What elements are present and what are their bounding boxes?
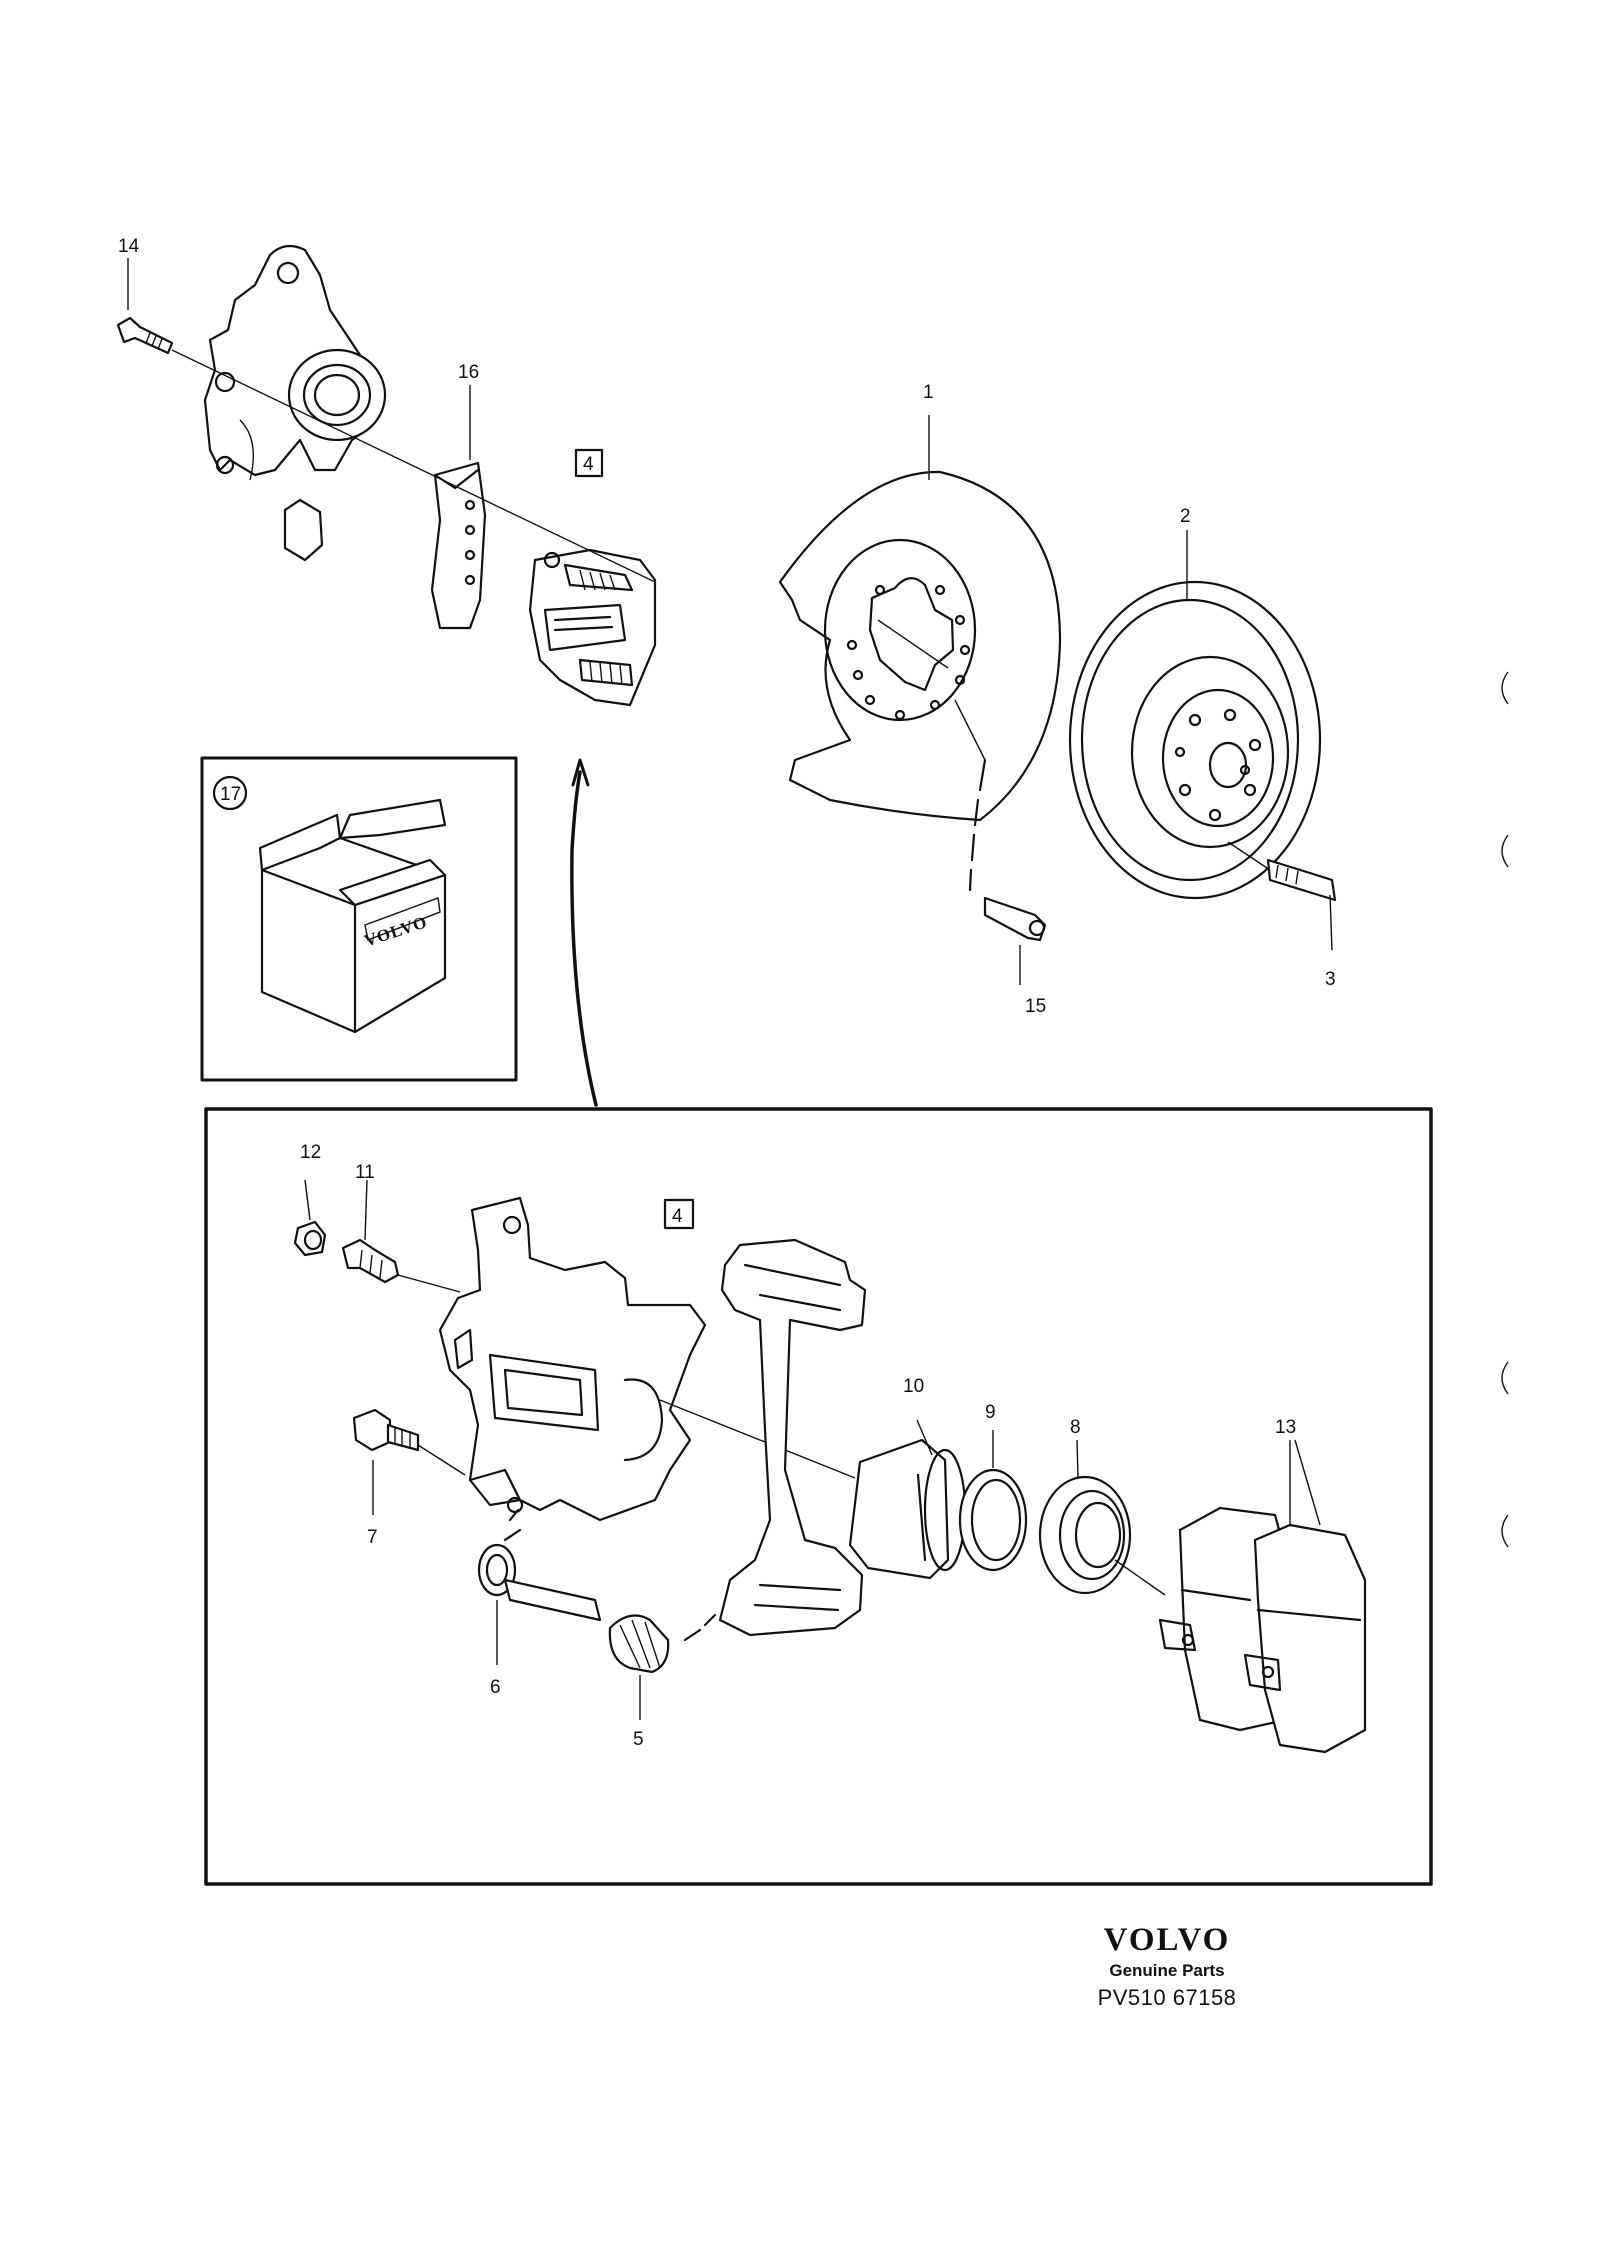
callout-11: 11 (355, 1162, 375, 1183)
callout-16: 16 (458, 362, 479, 383)
direction-arrow (570, 770, 598, 1107)
callout-15: 15 (1025, 996, 1046, 1017)
brake-disc-2 (1068, 580, 1322, 900)
callout-box-4-top (574, 448, 604, 478)
caliper-assembly-small (528, 548, 657, 707)
bleed-screw-11 (341, 1238, 461, 1293)
steering-knuckle (203, 244, 387, 562)
alignment-line-upper (171, 349, 656, 583)
diagram-reference-number: PV510 67158 (1097, 1985, 1237, 2010)
bushing-5 (608, 1613, 717, 1674)
caliper-carrier (718, 1238, 867, 1637)
callout-4-top: 4 (583, 454, 594, 475)
bleed-cap-12 (293, 1220, 327, 1257)
brand-wordmark: VOLVO (1103, 1922, 1231, 1958)
bolt-15 (954, 699, 1047, 942)
callout-12: 12 (300, 1142, 321, 1163)
callout-13: 13 (1275, 1417, 1296, 1438)
callout-6: 6 (490, 1677, 501, 1698)
callout-7: 7 (367, 1527, 378, 1548)
caliper-housing (438, 1196, 707, 1522)
bolt-14 (116, 316, 174, 355)
alignment-line-lower (659, 1399, 856, 1479)
leader-lines (127, 258, 1333, 1720)
callout-4-inset: 4 (672, 1206, 683, 1227)
callout-1: 1 (923, 382, 934, 403)
dust-boot-8 (1038, 1475, 1166, 1596)
guide-bolt-7 (352, 1408, 466, 1476)
callout-5: 5 (633, 1729, 644, 1750)
piston-10 (848, 1438, 967, 1580)
brand-tagline: Genuine Parts (1109, 1961, 1225, 1980)
callout-circle-17 (212, 775, 248, 811)
callout-3: 3 (1325, 969, 1336, 990)
brake-pads-13 (1158, 1439, 1367, 1754)
callout-17: 17 (220, 784, 241, 805)
callout-8: 8 (1070, 1417, 1081, 1438)
seal-ring-9 (958, 1468, 1028, 1572)
callout-10: 10 (903, 1376, 924, 1397)
kit-inset-frame (200, 756, 518, 1082)
guide-pin-6 (477, 1508, 602, 1622)
caliper-detail-frame (204, 1107, 1433, 1886)
splash-shield-1 (778, 470, 1062, 822)
kit-box-illustration (258, 798, 447, 1034)
wheel-stud-3 (1227, 841, 1337, 902)
callout-9: 9 (985, 1402, 996, 1423)
callout-14: 14 (118, 236, 140, 257)
callout-box-4-inset (663, 1198, 695, 1230)
binder-hole-marks (1501, 671, 1509, 1548)
callout-2: 2 (1180, 506, 1191, 527)
